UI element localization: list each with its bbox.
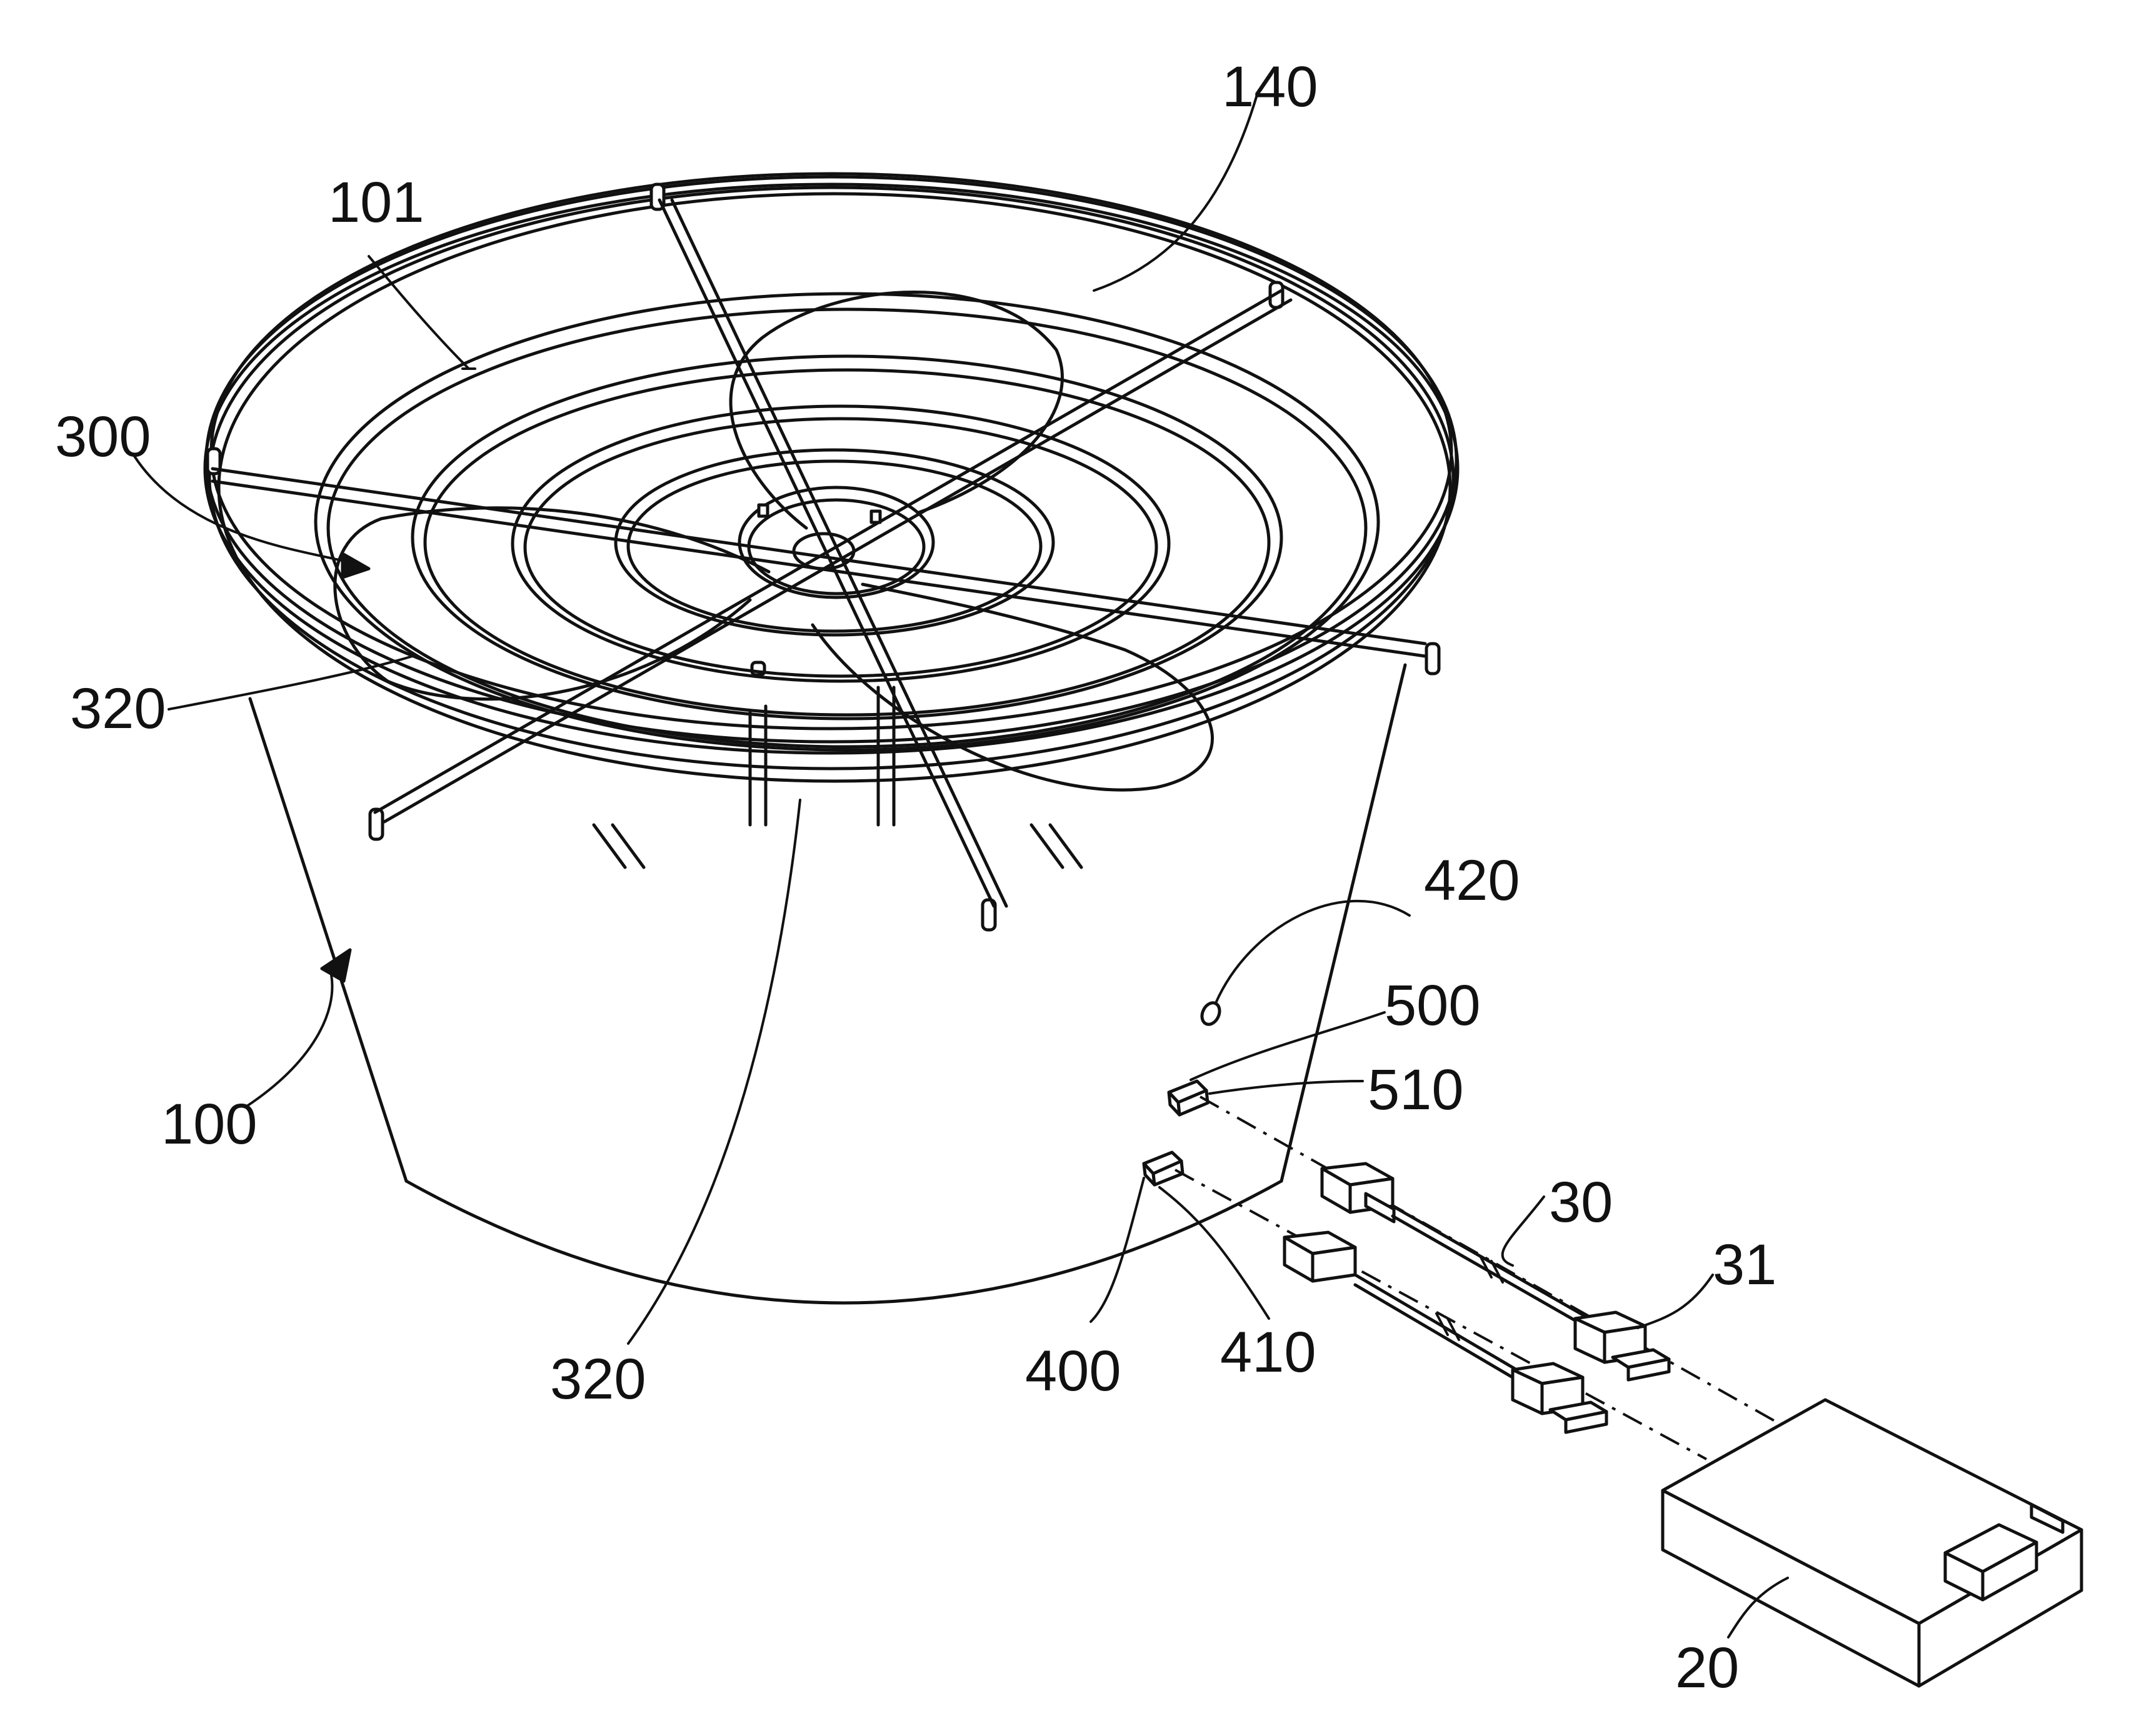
label-410: 410	[1220, 1320, 1316, 1384]
motor-supports	[592, 686, 1083, 869]
label-100: 100	[161, 1092, 258, 1156]
battery-pack	[1661, 1398, 2083, 1688]
label-101: 101	[328, 171, 424, 234]
label-400: 400	[1025, 1339, 1121, 1403]
guard-rings	[314, 292, 1380, 752]
ports	[1142, 1001, 1221, 1187]
label-20: 20	[1675, 1636, 1739, 1700]
label-420: 420	[1424, 849, 1520, 912]
label-140: 140	[1222, 55, 1318, 119]
reference-numerals: 140 101 300 320 100 320 420 500 510 30 3…	[55, 55, 1776, 1700]
label-320-bottom: 320	[550, 1347, 646, 1411]
label-30: 30	[1549, 1170, 1613, 1234]
tub-body	[248, 663, 1407, 1305]
label-320-left: 320	[70, 677, 166, 741]
label-31: 31	[1713, 1233, 1776, 1297]
assembly-axes	[1175, 1095, 1782, 1460]
cable-lower	[1283, 1230, 1608, 1434]
cable-upper	[1320, 1162, 1671, 1382]
label-500: 500	[1385, 974, 1481, 1037]
guard-rims	[203, 172, 1460, 783]
label-300: 300	[55, 405, 151, 469]
label-510: 510	[1368, 1058, 1464, 1122]
leader-lines	[133, 96, 1789, 1639]
guard-spokes	[211, 198, 1427, 908]
